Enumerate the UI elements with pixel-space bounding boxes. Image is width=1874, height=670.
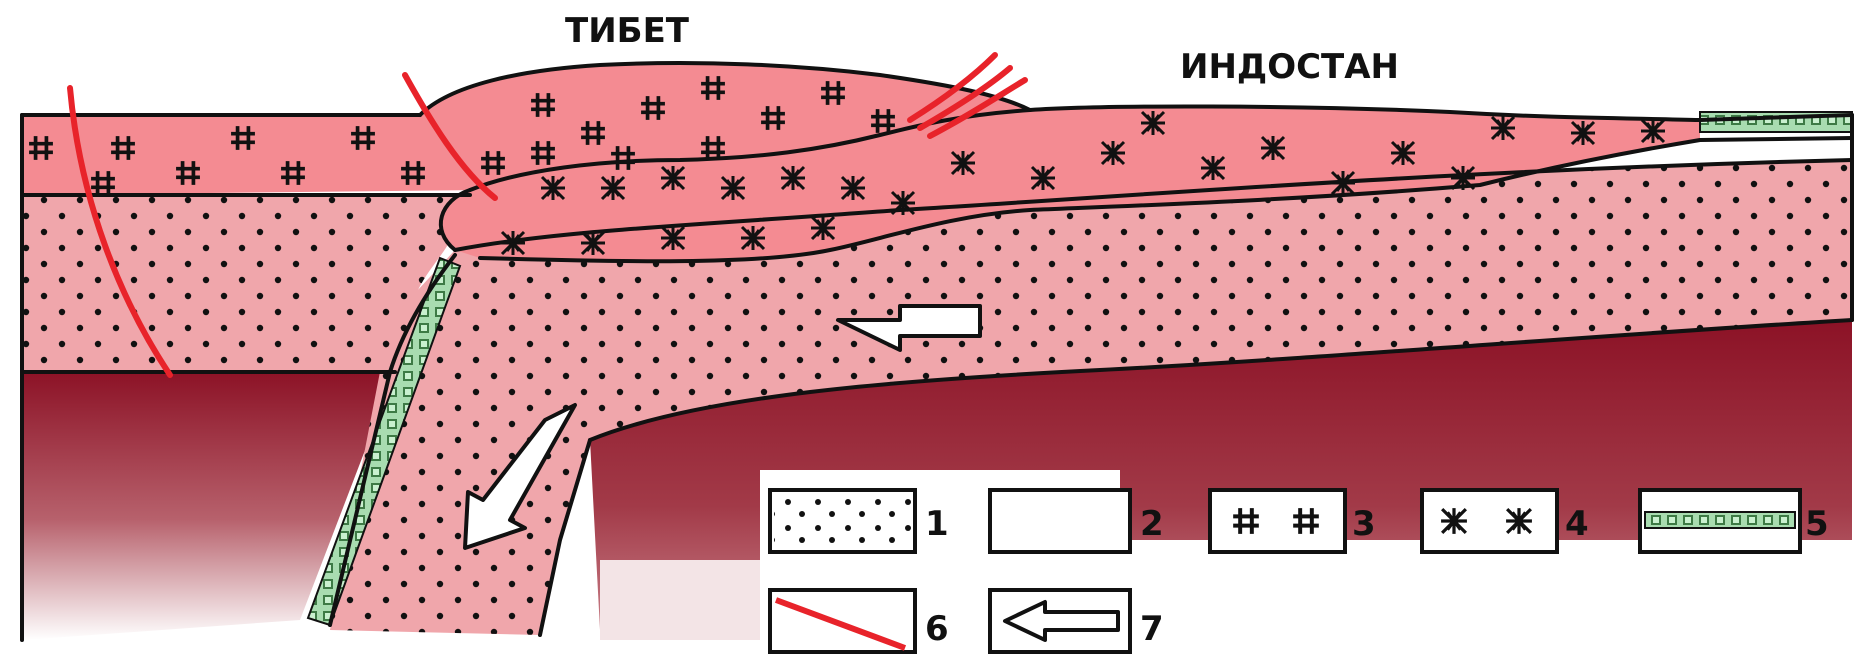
legend-1: 1 xyxy=(925,504,949,544)
legend-5: 5 xyxy=(1805,504,1829,544)
legend-4: 4 xyxy=(1565,504,1589,544)
legend-3: 3 xyxy=(1352,504,1376,544)
label-indostan: ИНДОСТАН xyxy=(1180,47,1399,87)
upper-crust-left xyxy=(22,115,480,195)
label-tibet: ТИБЕТ xyxy=(565,11,690,51)
legend-6: 6 xyxy=(925,609,949,649)
mantle-right-fade xyxy=(600,560,760,640)
legend-2: 2 xyxy=(1140,504,1164,544)
legend: 1 2 3 4 5 6 7 xyxy=(770,490,1829,652)
legend-7: 7 xyxy=(1140,609,1164,649)
